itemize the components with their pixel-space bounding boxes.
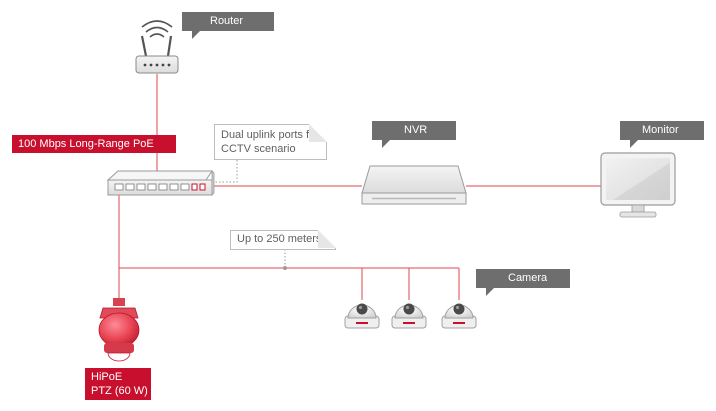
distance-marker [283, 266, 287, 270]
nvr-icon [361, 165, 467, 205]
camera-label: Camera [476, 269, 570, 296]
ptz-label: HiPoE PTZ (60 W) [85, 368, 151, 400]
monitor-icon [600, 152, 676, 218]
connection-lines [118, 74, 601, 300]
leader-lines [205, 160, 286, 268]
dome-camera-icon [344, 303, 380, 329]
dome-camera-icon [391, 303, 427, 329]
uplink-note: Dual uplink ports for CCTV scenario [214, 124, 327, 160]
uplink-note-line1: Dual uplink ports for [221, 129, 319, 141]
ptz-label-line2: PTZ (60 W) [91, 385, 148, 397]
camera-label-text: Camera [508, 272, 548, 284]
router-label: Router [182, 12, 274, 39]
wifi-router-icon [135, 20, 179, 74]
switch-label: 100 Mbps Long-Range PoE Switch [12, 135, 176, 168]
nvr-label-text: NVR [404, 124, 428, 136]
monitor-label-text: Monitor [642, 124, 679, 136]
distance-note-text: Up to 250 meters [237, 233, 322, 245]
monitor-label: Monitor [620, 121, 704, 148]
dome-camera-icon [441, 303, 477, 329]
uplink-note-line2: CCTV scenario [221, 143, 296, 155]
nvr-label: NVR [372, 121, 456, 148]
poe-switch-icon [106, 170, 215, 196]
switch-label-text: 100 Mbps Long-Range PoE Switch [18, 138, 154, 168]
uplink-note-leader [205, 160, 238, 183]
ptz-label-line1: HiPoE [91, 371, 123, 383]
ptz-camera-icon [98, 298, 140, 362]
distance-note: Up to 250 meters [230, 230, 336, 250]
router-label-text: Router [210, 15, 244, 27]
